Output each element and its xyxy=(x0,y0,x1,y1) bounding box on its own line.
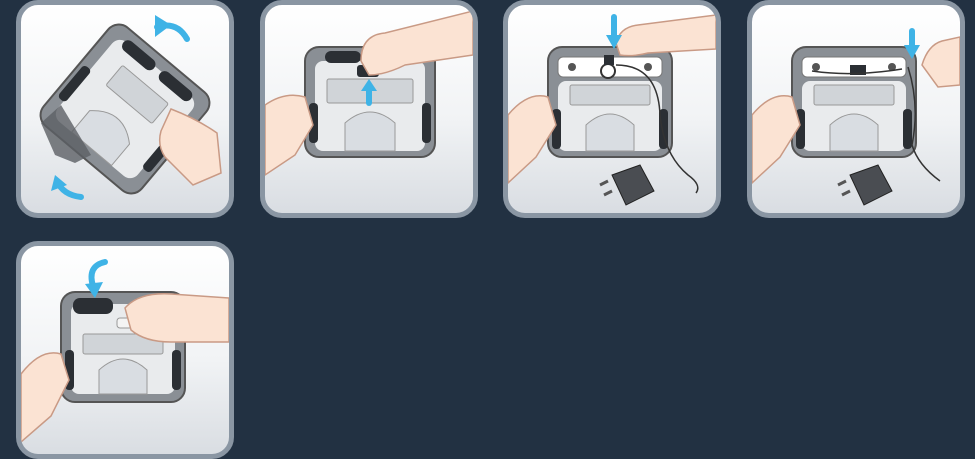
route-cable-icon xyxy=(752,5,960,213)
step-5-panel xyxy=(16,241,234,459)
step-1-panel xyxy=(16,0,234,218)
rotate-device-icon xyxy=(21,5,229,213)
step-4-panel xyxy=(747,0,965,218)
arrow-icon xyxy=(51,175,81,197)
open-cover-icon xyxy=(265,5,473,213)
arrow-icon xyxy=(155,15,187,39)
close-cover-icon xyxy=(21,246,229,454)
step-3-panel xyxy=(503,0,721,218)
step-2-panel xyxy=(260,0,478,218)
insert-plug-icon xyxy=(508,5,716,213)
